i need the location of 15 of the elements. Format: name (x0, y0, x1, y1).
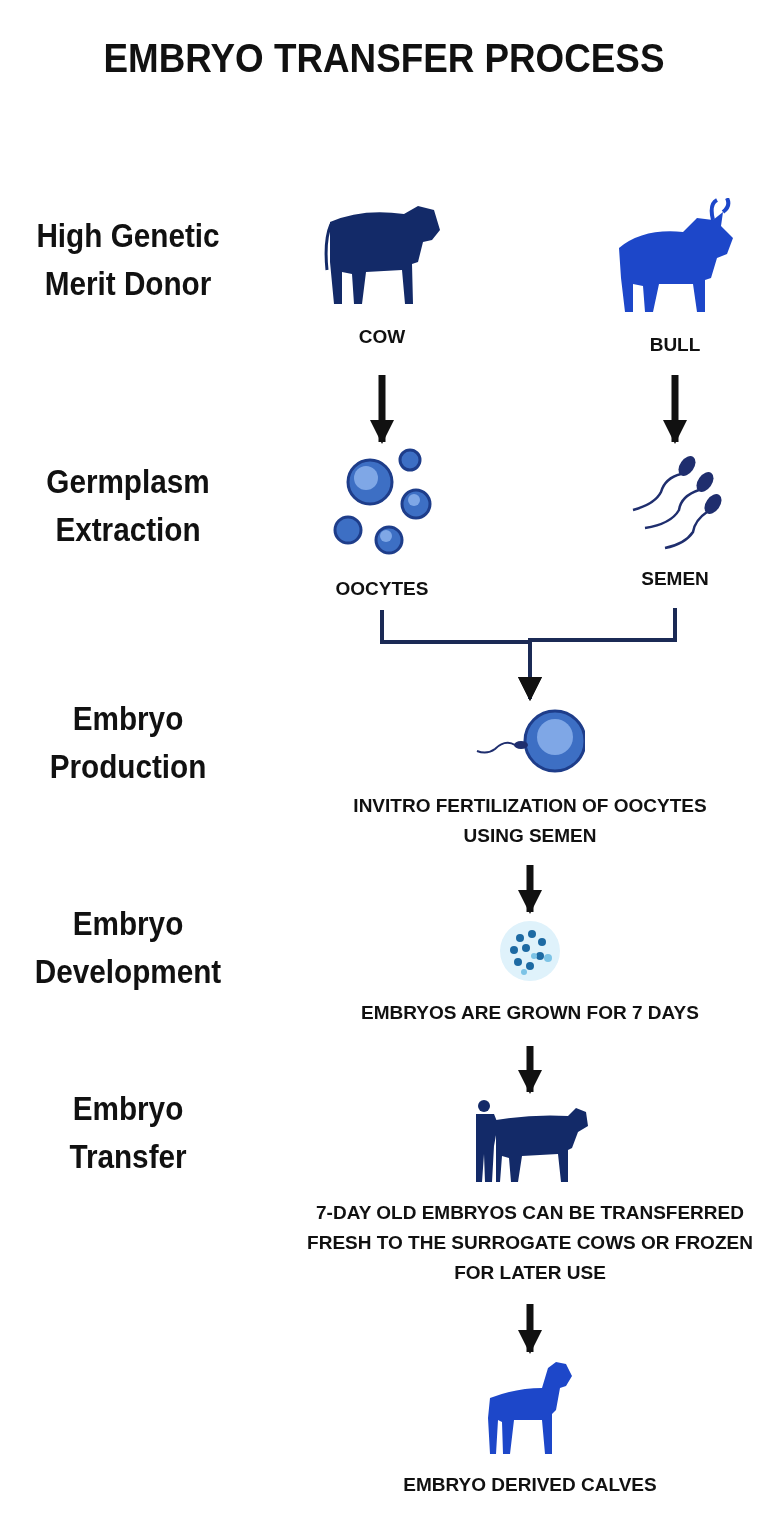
step-caption: OOCYTES (335, 577, 429, 601)
title: EMBRYO TRANSFER PROCESS (102, 36, 666, 81)
stage-label: Embryo Production (48, 699, 208, 787)
step-caption: BULL (649, 333, 701, 357)
arrow (518, 608, 677, 701)
stage-label: High Genetic Merit Donor (35, 216, 221, 304)
stage-label: Germplasm Extraction (45, 462, 211, 550)
step-caption: EMBRYO DERIVED CALVES (403, 1473, 657, 1497)
step-caption: INVITRO FERTILIZATION OF OOCYTES USING SEMEN (352, 794, 708, 848)
step-caption: COW (358, 325, 406, 349)
stage-label: Embryo Development (33, 904, 223, 992)
step-caption: 7-DAY OLD EMBRYOS CAN BE TRANSFERRED FRESH TO THE SURROGATE COWS OR FROZEN FOR LATER USE (306, 1201, 754, 1285)
step-caption: EMBRYOS ARE GROWN FOR 7 DAYS (361, 1001, 699, 1025)
stage-label: Embryo Transfer (68, 1089, 188, 1177)
step-caption: SEMEN (641, 567, 709, 591)
